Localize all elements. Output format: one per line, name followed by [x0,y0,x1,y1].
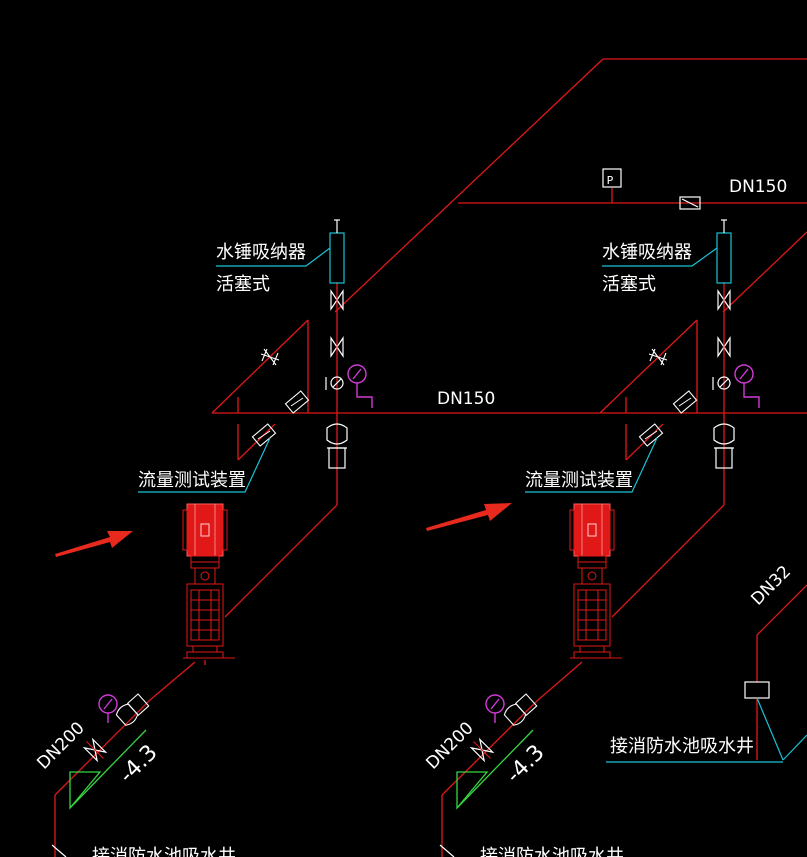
pressure-p-label: P [607,174,614,187]
water-hammer-label-right: 水锤吸纳器 [602,242,692,263]
dn200-label-left: DN200 [33,718,88,773]
water-hammer-label-left: 水锤吸纳器 [216,242,306,263]
connect-pool-well-label-right: 接消防水池吸水井 [610,736,754,757]
dn150-top-label: DN150 [729,177,787,197]
red-arrows [55,503,512,557]
dn200-label-right: DN200 [422,718,477,773]
connect-pool-well-label-left: 接消防水池吸水井 [92,846,236,857]
piston-type-label-left: 活塞式 [216,274,270,295]
piston-type-label-right: 活塞式 [602,274,656,295]
dn32-label: DN32 [747,562,795,610]
leader-lines [138,247,718,493]
upper-pipework [334,58,807,313]
flow-test-label-left: 流量测试装置 [138,470,246,491]
top-check-valve [679,196,701,210]
pressure-switch [602,168,622,188]
dn150-header-label: DN150 [437,389,495,409]
elevation-label-right: -4.3 [502,740,550,788]
connect-pool-well-label-mid: 接消防水池吸水井 [480,846,624,857]
right-pump-assembly [439,219,807,857]
left-pump-assembly [51,219,600,857]
flow-test-label-right: 流量测试装置 [525,470,633,491]
dn32-branch [606,584,807,763]
elevation-label-left: -4.3 [115,740,163,788]
